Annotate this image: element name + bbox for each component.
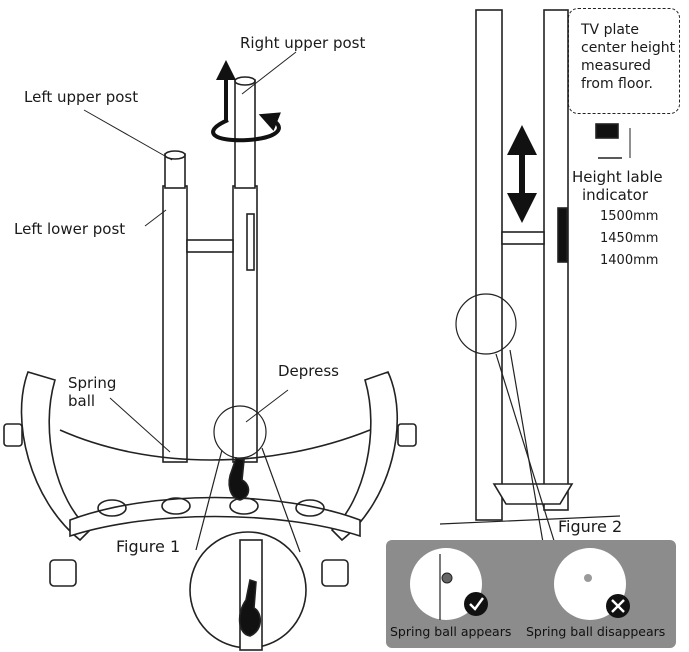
left-tall-post bbox=[475, 9, 503, 521]
figure2-title: Figure 2 bbox=[558, 517, 623, 536]
note-line: measured bbox=[581, 58, 651, 74]
label-depress: Depress bbox=[278, 362, 339, 380]
left-lower-post bbox=[162, 185, 188, 463]
right-upper-post bbox=[234, 79, 256, 189]
label-right-upper-post: Right upper post bbox=[240, 34, 366, 52]
height-1500: 1500mm bbox=[600, 209, 659, 224]
check-icon bbox=[464, 592, 488, 616]
spring-ball-panel bbox=[386, 540, 676, 648]
zoom-circle-fig2 bbox=[455, 293, 517, 355]
height-1450: 1450mm bbox=[600, 231, 659, 246]
base-plate bbox=[69, 496, 361, 538]
tv-plate-note: TV plate center height measured from flo… bbox=[568, 8, 680, 114]
label-spring: Spring bbox=[68, 374, 117, 392]
label-ball: ball bbox=[68, 392, 96, 410]
label-left-lower-post: Left lower post bbox=[14, 220, 126, 238]
note-line: from floor. bbox=[581, 76, 653, 92]
figure2-drawing bbox=[439, 9, 631, 561]
note-line: center height bbox=[581, 40, 676, 56]
zoom-circle-small bbox=[213, 405, 267, 459]
height-1400: 1400mm bbox=[600, 253, 659, 268]
figure1-drawing bbox=[3, 51, 417, 651]
label-height-indicator-2: indicator bbox=[582, 186, 649, 204]
label-height-indicator-1: Height lable bbox=[572, 168, 663, 186]
figure1-title: Figure 1 bbox=[116, 537, 181, 556]
label-spring-ball-appears: Spring ball appears bbox=[390, 624, 512, 639]
label-left-upper-post: Left upper post bbox=[24, 88, 139, 106]
right-base-arm bbox=[330, 371, 399, 542]
rotate-arrow bbox=[211, 112, 282, 143]
label-spring-ball-disappears: Spring ball disappears bbox=[526, 624, 666, 639]
caster-wheels bbox=[3, 423, 417, 587]
note-line: TV plate bbox=[581, 22, 640, 38]
finger-icon bbox=[238, 578, 262, 637]
